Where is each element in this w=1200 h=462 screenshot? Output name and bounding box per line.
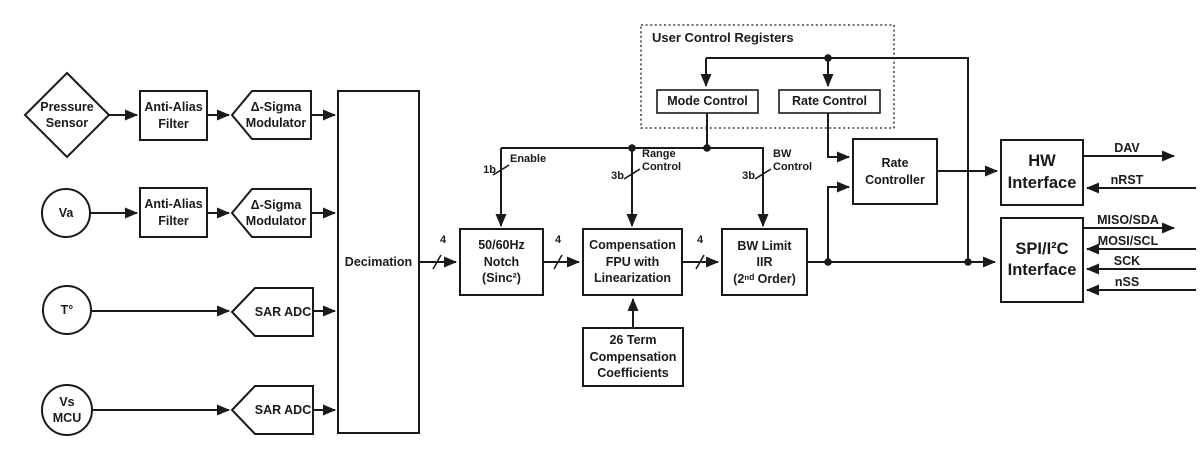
compensation-fpu-box (582, 228, 683, 296)
user-control-registers-group-box (640, 24, 895, 129)
pressure-sensor-shape (23, 71, 111, 159)
delta-sigma-modulator-2-shape (230, 188, 312, 238)
bus-slash-enable (492, 164, 510, 176)
bw-limit-iir-box (721, 228, 808, 296)
junction-dot-data-ratecontroller (824, 258, 832, 266)
hw-interface-box (1000, 139, 1084, 206)
anti-alias-filter-2-box (139, 187, 208, 238)
bus-slash-range (623, 168, 641, 180)
wire-rate-control-to-rate-controller (827, 113, 850, 163)
rate-controller-box (852, 138, 938, 205)
junction-dot-data-registers (964, 258, 972, 266)
bus-slash-bw (754, 168, 772, 180)
wire-data-to-rate-controller (827, 181, 850, 262)
temperature-source-shape (42, 285, 92, 335)
wire-control-bus-to-iir (501, 147, 769, 227)
rate-control-box (778, 89, 881, 114)
decimation-box (337, 90, 420, 434)
junction-dot-mode-bus (703, 144, 711, 152)
notch-filter-box (459, 228, 544, 296)
spi-interface-box (1000, 217, 1084, 303)
bus-slash-decimation-out (432, 254, 442, 270)
vs-mcu-source-shape (41, 384, 93, 436)
junction-dot-range (628, 144, 636, 152)
coefficients-box (582, 327, 684, 387)
va-source-shape (41, 188, 91, 238)
anti-alias-filter-1-box (139, 90, 208, 141)
bus-slash-notch-out (553, 254, 563, 270)
delta-sigma-modulator-1-shape (230, 90, 312, 140)
sar-adc-1-shape (230, 287, 314, 337)
sar-adc-2-shape (230, 385, 314, 435)
bus-slash-fpu-out (695, 254, 705, 270)
mode-control-box (656, 89, 759, 114)
wire-register-write-bus (706, 57, 969, 260)
junction-dot-register-bus (824, 54, 832, 62)
